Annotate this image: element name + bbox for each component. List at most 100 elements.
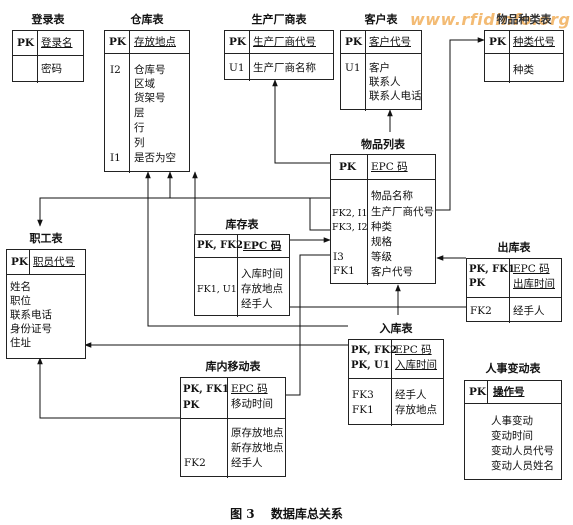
outbound-pk: PK xyxy=(469,278,486,289)
warehouse-field: 行 xyxy=(134,122,145,134)
employee-field: 住址 xyxy=(10,337,31,349)
warehouse-key-i2: I2 xyxy=(110,64,121,76)
personnel-field: 变动时间 xyxy=(491,430,533,442)
outbound-key: FK2 xyxy=(470,305,492,317)
employee-field: 姓名 xyxy=(10,281,31,293)
manufacturer-table: PK 生产厂商代号 U1 生产厂商名称 xyxy=(224,30,334,81)
inbound-table-title: 入库表 xyxy=(379,322,413,335)
warehouse-pk: PK xyxy=(109,36,127,48)
goods-key: FK1 xyxy=(333,265,355,277)
goods-key: FK2, I1 xyxy=(332,208,368,219)
link-goods-category xyxy=(435,37,485,211)
warehouse-field: 列 xyxy=(134,137,145,149)
inbound-key: FK1 xyxy=(352,404,374,416)
outbound-field: 经手人 xyxy=(513,305,545,317)
inbound-table: PK, FK2 PK, U1 EPC 码 入库时间 FK3 FK1 经手人 存放… xyxy=(348,339,444,426)
inventory-pk-field: EPC 码 xyxy=(243,240,282,252)
employee-field: 身份证号 xyxy=(10,323,52,335)
link-transfer-goods xyxy=(286,254,330,396)
warehouse-field: 仓库号 xyxy=(134,64,166,76)
goods-field: 种类 xyxy=(371,221,392,233)
manufacturer-field: 生产厂商名称 xyxy=(253,62,316,74)
inbound-field: 存放地点 xyxy=(395,404,437,416)
employee-table: PK 职员代号 姓名 职位 联系电话 身份证号 住址 xyxy=(6,249,86,359)
goods-field: 生产厂商代号 xyxy=(371,206,434,218)
personnel-field: 变动人员代号 xyxy=(491,445,554,457)
transfer-pk: PK, FK1 xyxy=(183,384,229,395)
outbound-pk-field: EPC 码 xyxy=(513,263,550,275)
customer-table-title: 客户表 xyxy=(364,13,398,26)
warehouse-table: PK 存放地点 I2 I1 仓库号 区域 货架号 层 行 列 是否为空 xyxy=(104,30,190,173)
personnel-pk: PK xyxy=(469,386,487,398)
goods-key: I3 xyxy=(333,251,344,263)
outbound-table-title: 出库表 xyxy=(497,241,531,254)
warehouse-table-title: 仓库表 xyxy=(130,13,164,26)
goods-table-title: 物品列表 xyxy=(361,138,405,151)
manufacturer-key-u1: U1 xyxy=(229,62,245,74)
employee-pk: PK xyxy=(11,256,29,268)
inventory-field: 经手人 xyxy=(241,298,273,310)
customer-table: PK 客户代号 U1 客户 联系人 联系人电话 xyxy=(340,30,422,111)
personnel-table-title: 人事变动表 xyxy=(485,362,541,375)
transfer-field: 新存放地点 xyxy=(231,442,284,454)
warehouse-pk-field: 存放地点 xyxy=(134,36,176,48)
login-table-title: 登录表 xyxy=(31,13,65,26)
transfer-table: PK, FK1 PK EPC 码 移动时间 FK2 原存放地点 新存放地点 经手… xyxy=(180,377,286,478)
goods-pk-field: EPC 码 xyxy=(371,161,408,173)
warehouse-field: 区域 xyxy=(134,78,155,90)
watermark: www.rfidinfo.org xyxy=(410,10,571,29)
outbound-pk-field: 出库时间 xyxy=(513,278,555,290)
transfer-field: 经手人 xyxy=(231,457,263,469)
goods-field: 规格 xyxy=(371,236,392,248)
warehouse-key-i1: I1 xyxy=(110,152,121,164)
category-pk: PK xyxy=(489,36,507,48)
inbound-pk: PK, U1 xyxy=(351,360,390,371)
inventory-table: PK, FK2 EPC 码 FK1, U1 入库时间 存放地点 经手人 xyxy=(194,234,290,317)
login-pk: PK xyxy=(17,37,35,49)
login-table: PK 登录名 密码 xyxy=(12,30,84,83)
warehouse-field: 层 xyxy=(134,107,145,119)
goods-pk: PK xyxy=(339,161,357,173)
employee-pk-field: 职员代号 xyxy=(33,256,75,268)
customer-key-u1: U1 xyxy=(345,62,361,74)
login-pk-field: 登录名 xyxy=(41,37,73,49)
transfer-key: FK2 xyxy=(184,457,206,469)
personnel-field: 人事变动 xyxy=(491,415,533,427)
transfer-pk: PK xyxy=(183,400,200,411)
employee-field: 职位 xyxy=(10,295,31,307)
customer-pk: PK xyxy=(345,36,363,48)
manufacturer-table-title: 生产厂商表 xyxy=(251,13,307,26)
inventory-key: FK1, U1 xyxy=(197,284,237,295)
customer-field: 联系人电话 xyxy=(369,90,422,102)
customer-field: 客户 xyxy=(369,62,390,74)
category-field: 种类 xyxy=(513,64,534,76)
inventory-field: 存放地点 xyxy=(241,283,283,295)
manufacturer-pk-field: 生产厂商代号 xyxy=(253,36,316,48)
personnel-field: 变动人员姓名 xyxy=(491,460,554,472)
goods-field: 物品名称 xyxy=(371,190,413,202)
inbound-pk: PK, FK2 xyxy=(351,345,397,356)
customer-field: 联系人 xyxy=(369,76,401,88)
link-goods-manufacturer xyxy=(272,79,330,164)
category-table-title: 物品种类表 xyxy=(496,13,552,26)
transfer-pk-field: 移动时间 xyxy=(231,398,273,410)
outbound-pk: PK, FK1 xyxy=(469,264,515,275)
warehouse-field: 是否为空 xyxy=(134,152,176,164)
transfer-table-title: 库内移动表 xyxy=(205,360,261,373)
employee-table-title: 职工表 xyxy=(29,232,63,245)
goods-field: 等级 xyxy=(371,251,392,263)
figure-caption: 图 3 数据库总关系 xyxy=(0,505,573,522)
login-field: 密码 xyxy=(41,63,62,75)
customer-pk-field: 客户代号 xyxy=(369,36,411,48)
outbound-table: PK, FK1 PK EPC 码 出库时间 FK2 经手人 xyxy=(466,258,562,323)
category-pk-field: 种类代号 xyxy=(513,36,555,48)
inventory-field: 入库时间 xyxy=(241,268,283,280)
inbound-field: 经手人 xyxy=(395,389,427,401)
link-employee-up xyxy=(37,197,340,227)
goods-field: 客户代号 xyxy=(371,266,413,278)
inbound-key: FK3 xyxy=(352,389,374,401)
inventory-pk: PK, FK2 xyxy=(197,240,243,251)
transfer-pk-field: EPC 码 xyxy=(231,383,268,395)
link-transfer-employee xyxy=(37,357,180,419)
goods-key: FK3, I2 xyxy=(332,222,368,233)
